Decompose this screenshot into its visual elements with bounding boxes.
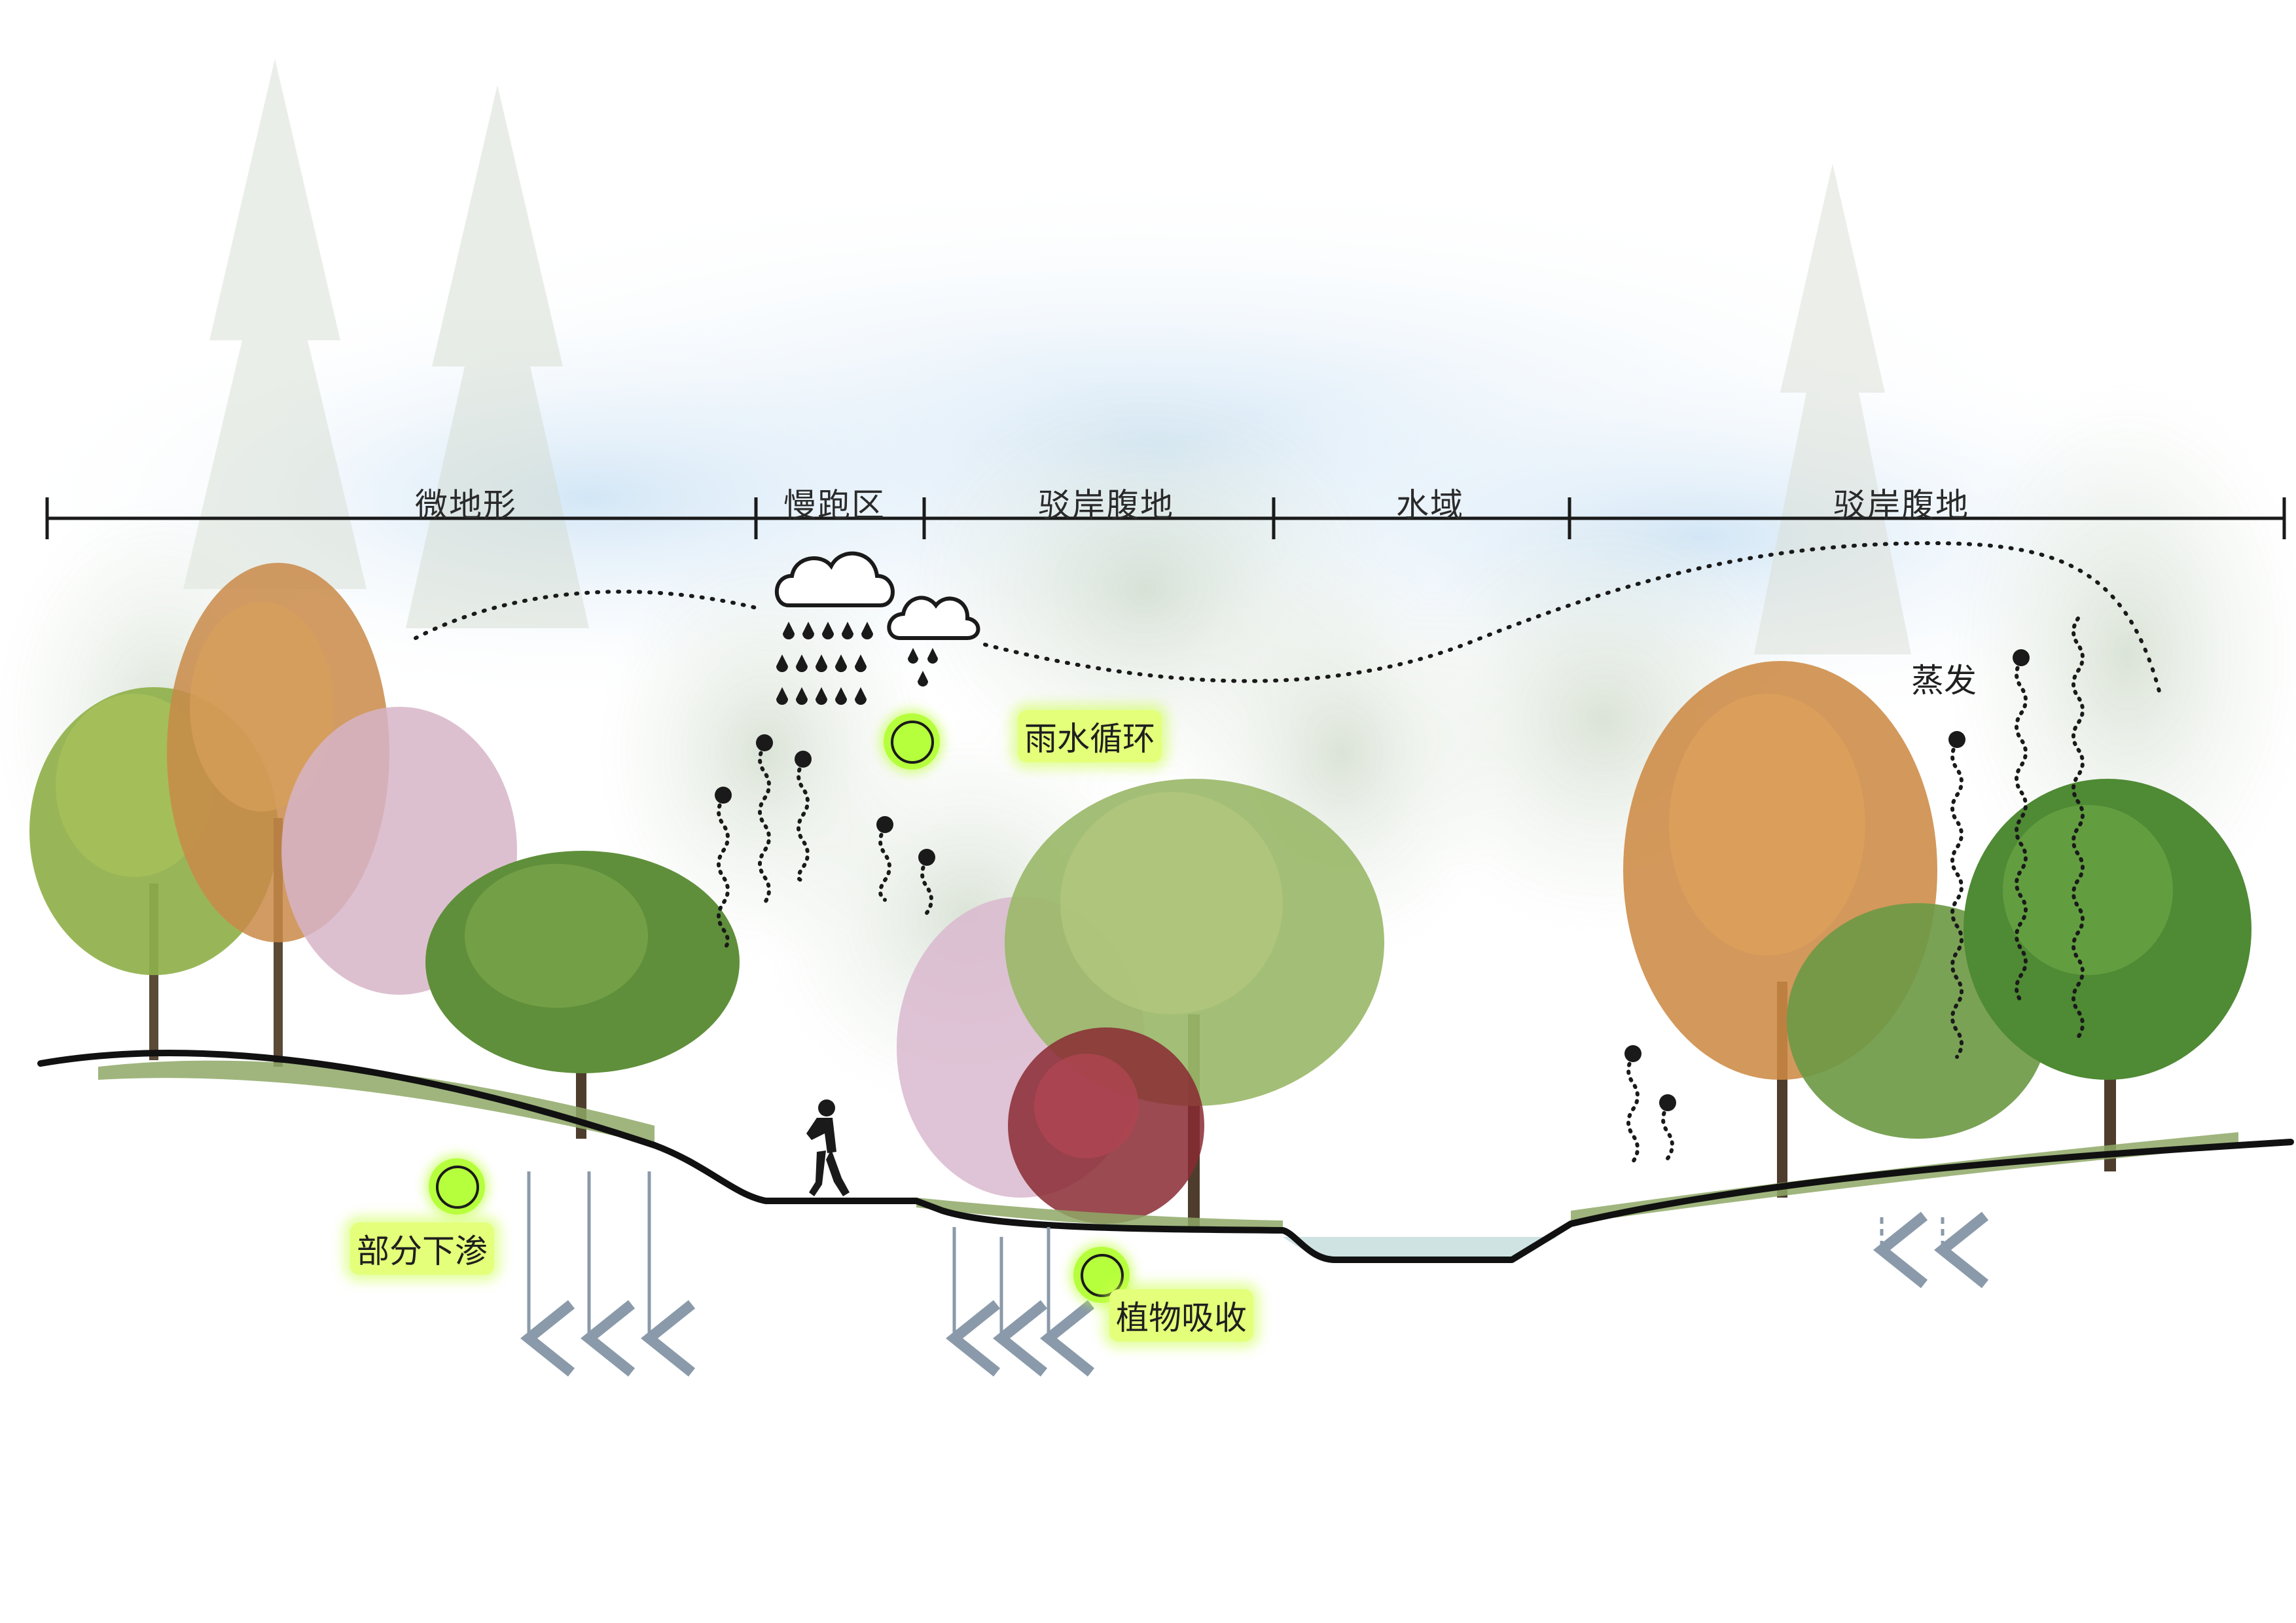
partial-infiltration-label: 部分下渗 — [350, 1222, 494, 1275]
background-forest — [0, 59, 2296, 1113]
zone-label-embankment-left: 驳岸腹地 — [1038, 486, 1174, 524]
water-cycle-dotted-arc — [414, 541, 2162, 696]
water-drops-icon — [884, 713, 940, 770]
infiltration-arrows — [520, 1171, 1989, 1377]
jogger-silhouette-icon — [806, 1099, 850, 1196]
zone-label-jogging-area: 慢跑区 — [783, 486, 886, 524]
evaporation-label: 蒸发 — [1911, 662, 1977, 700]
evaporation-squiggles — [717, 616, 2085, 1164]
rain-cloud-icon — [774, 551, 895, 607]
zone-label-micro-terrain: 微地形 — [415, 486, 517, 524]
plant-absorption-label: 植物吸收 — [1109, 1289, 1253, 1342]
rain-cycle-label: 雨水循环 — [1018, 710, 1162, 762]
soil-infiltration-icon — [429, 1158, 485, 1215]
ground-section — [37, 1050, 2294, 1263]
rain-drops — [776, 622, 938, 705]
evaporation-dots — [715, 649, 2030, 1111]
rain-cloud-icon — [887, 596, 980, 640]
zone-label-embankment-right: 驳岸腹地 — [1833, 486, 1969, 524]
zone-label-water-area: 水域 — [1396, 486, 1464, 524]
zone-dimension-line — [45, 497, 2286, 539]
foreground-trees — [29, 563, 2251, 1230]
